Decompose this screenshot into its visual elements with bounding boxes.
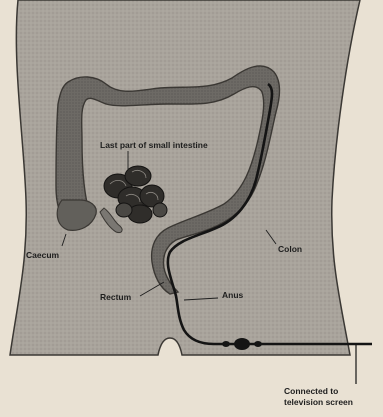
label-colon: Colon [278, 244, 302, 254]
label-rectum: Rectum [100, 292, 132, 302]
label-anus: Anus [222, 290, 244, 300]
label-caecum: Caecum [26, 250, 60, 260]
label-connected-to-screen: Connected to television screen [284, 386, 383, 408]
scope-knob [234, 338, 250, 350]
label-connected-line1: Connected to [284, 386, 383, 397]
label-connected-line2: television screen [284, 397, 383, 408]
label-small-intestine: Last part of small intestine [100, 140, 208, 150]
